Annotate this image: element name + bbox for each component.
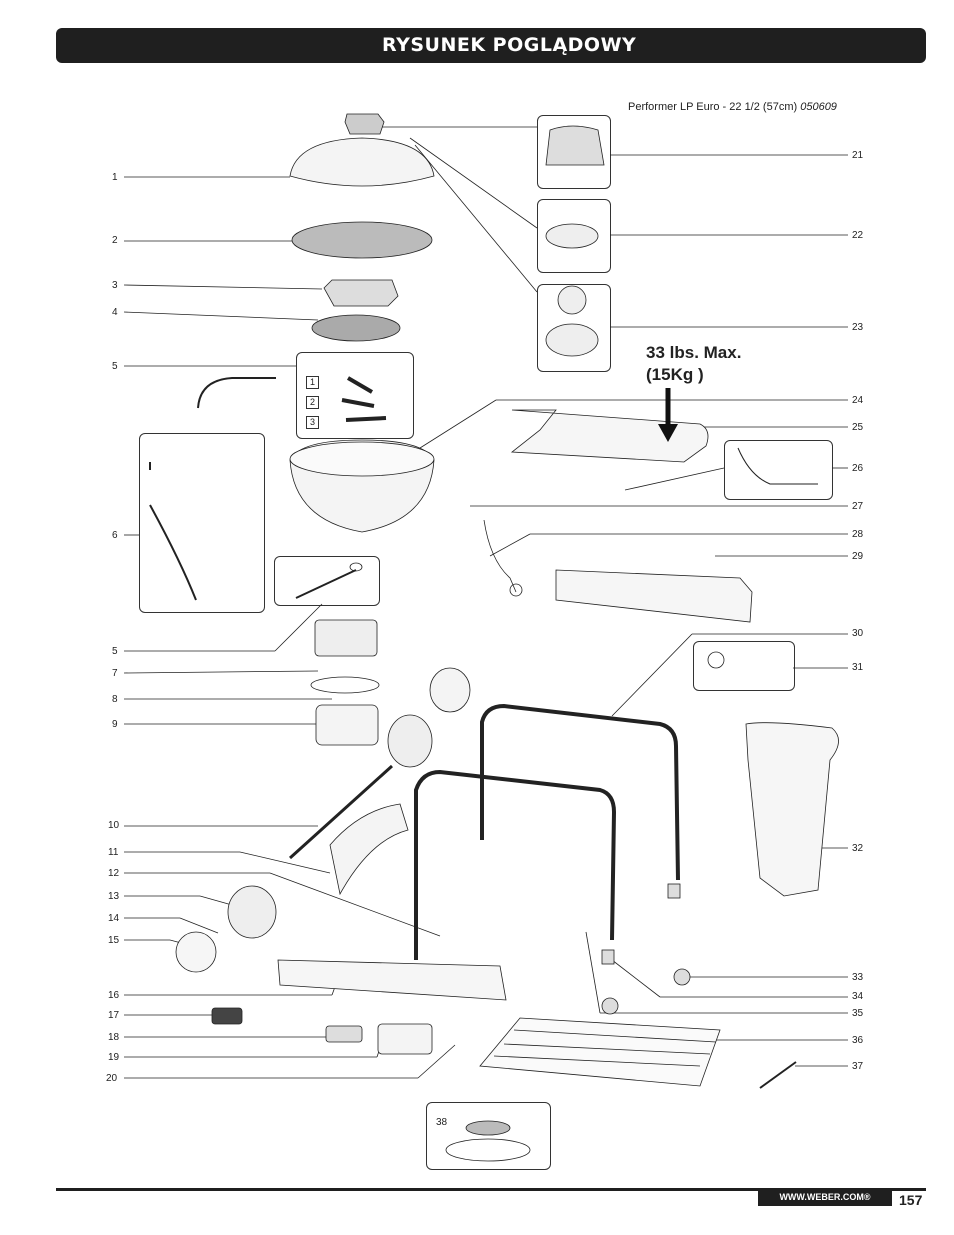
part-label-22: 22: [852, 230, 864, 241]
page-number: 157: [899, 1192, 923, 1208]
part-label-21: 21: [852, 150, 864, 161]
weight-callout-line2: (15Kg ): [646, 365, 704, 384]
part-label-25: 25: [852, 422, 864, 433]
model-info: Performer LP Euro - 22 1/2 (57cm) 050609: [628, 101, 837, 113]
part-label-15: 15: [108, 935, 120, 946]
model-name: Performer LP Euro - 22 1/2 (57cm): [628, 101, 798, 113]
part-label-24: 24: [852, 395, 864, 406]
part-label-23: 23: [852, 322, 864, 333]
detail-box-31: [693, 641, 795, 691]
part-label-31: 31: [852, 662, 864, 673]
part-label-9: 9: [112, 719, 118, 730]
part-label-4: 4: [112, 307, 118, 318]
weight-callout: 33 lbs. Max. (15Kg ): [646, 342, 741, 386]
part-label-17: 17: [108, 1010, 120, 1021]
part-label-19: 19: [108, 1052, 120, 1063]
part-label-5b: 5: [112, 646, 118, 657]
part-label-35: 35: [852, 1008, 864, 1019]
sub-label-3: 3: [306, 416, 319, 429]
page-title: RYSUNEK POGLĄDOWY: [382, 34, 637, 56]
part-label-32: 32: [852, 843, 864, 854]
part-label-37: 37: [852, 1061, 864, 1072]
part-label-28: 28: [852, 529, 864, 540]
part-label-5: 5: [112, 361, 118, 372]
part-label-12: 12: [108, 868, 120, 879]
part-label-20: 20: [106, 1073, 118, 1084]
part-label-34: 34: [852, 991, 864, 1002]
part-label-18: 18: [108, 1032, 120, 1043]
part-label-7: 7: [112, 668, 118, 679]
part-label-8: 8: [112, 694, 118, 705]
part-label-6: 6: [112, 530, 118, 541]
weight-callout-line1: 33 lbs. Max.: [646, 343, 742, 362]
part-label-26: 26: [852, 463, 864, 474]
part-label-1: 1: [112, 172, 118, 183]
part-label-33: 33: [852, 972, 864, 983]
model-code: 050609: [800, 101, 837, 113]
detail-box-26: [724, 440, 833, 500]
part-label-2: 2: [112, 235, 118, 246]
part-label-10: 10: [108, 820, 120, 831]
part-label-16: 16: [108, 990, 120, 1001]
detail-box-38: [426, 1102, 551, 1170]
part-label-13: 13: [108, 891, 120, 902]
part-label-27: 27: [852, 501, 864, 512]
sub-label-1: 1: [306, 376, 319, 389]
part-label-36: 36: [852, 1035, 864, 1046]
footer-rule: [56, 1188, 926, 1191]
part-label-3: 3: [112, 280, 118, 291]
sub-label-2: 2: [306, 396, 319, 409]
footer-url[interactable]: WWW.WEBER.COM®: [758, 1189, 892, 1206]
title-bar: RYSUNEK POGLĄDOWY: [56, 28, 926, 63]
part-label-11: 11: [108, 847, 119, 858]
part-label-29: 29: [852, 551, 864, 562]
detail-box-5-bottom: [274, 556, 380, 606]
part-label-38: 38: [436, 1117, 448, 1128]
part-label-30: 30: [852, 628, 864, 639]
part-label-14: 14: [108, 913, 120, 924]
